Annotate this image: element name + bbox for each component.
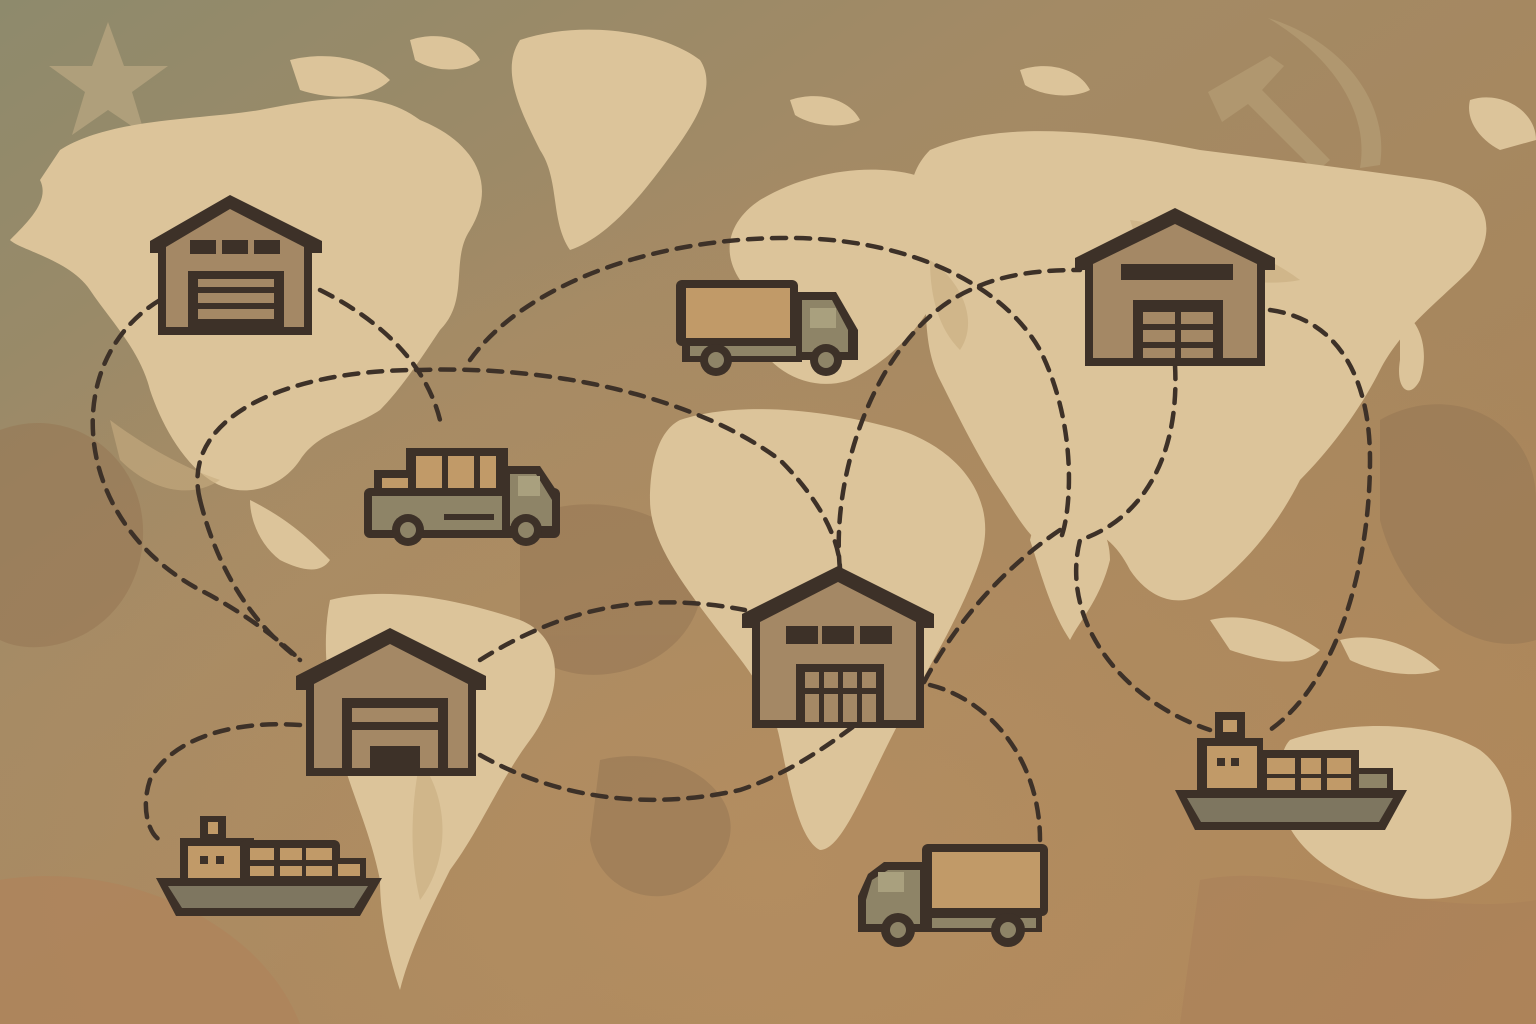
route xyxy=(477,600,748,663)
container-ship-icon[interactable] xyxy=(1175,712,1407,830)
box-truck-icon[interactable] xyxy=(676,280,858,376)
route xyxy=(836,267,1083,573)
camo-patches xyxy=(0,404,1536,1024)
route xyxy=(467,235,1072,543)
warehouse-icon[interactable] xyxy=(742,566,934,728)
hammer-sickle-emblem xyxy=(1208,18,1382,172)
route xyxy=(1073,362,1213,733)
shipping-routes xyxy=(90,235,1373,843)
route xyxy=(927,682,1043,843)
route xyxy=(143,722,303,843)
cargo-truck-icon[interactable] xyxy=(364,448,560,546)
container-ship-icon[interactable] xyxy=(156,816,382,916)
greenland xyxy=(511,29,707,250)
warehouse-icon[interactable] xyxy=(296,628,486,776)
route xyxy=(195,367,843,573)
route xyxy=(1267,307,1373,733)
warehouse-icon[interactable] xyxy=(150,195,322,335)
box-truck-icon[interactable] xyxy=(858,844,1048,947)
route xyxy=(917,527,1063,693)
star-emblem xyxy=(49,22,168,135)
route xyxy=(477,687,903,802)
route xyxy=(317,287,443,423)
route xyxy=(197,497,303,663)
warehouse-icon[interactable] xyxy=(1075,208,1275,366)
